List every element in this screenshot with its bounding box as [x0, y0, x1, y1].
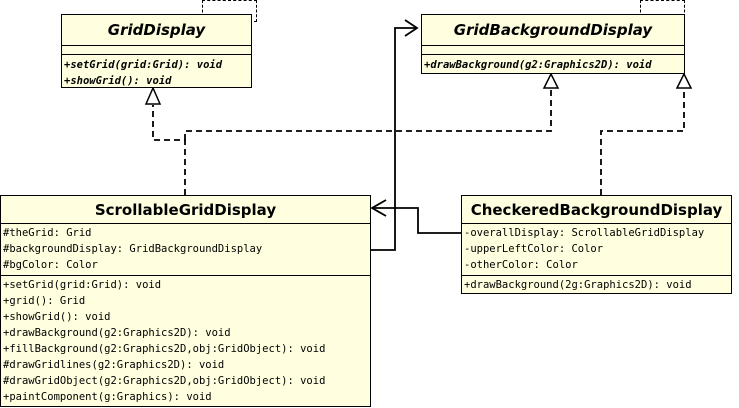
methods-section: +drawBackground(g2:Graphics2D): void: [422, 55, 684, 75]
attributes-section: #theGrid: Grid #backgroundDisplay: GridB…: [1, 224, 370, 276]
method: +fillBackground(g2:Graphics2D,obj:GridOb…: [3, 343, 326, 355]
class-grid-display: GridDisplay +setGrid(grid:Grid): void +s…: [61, 14, 252, 88]
class-name: CheckeredBackgroundDisplay: [462, 196, 731, 224]
method: +setGrid(grid:Grid): void: [3, 279, 162, 291]
attribute: #theGrid: Grid: [3, 227, 92, 239]
realization-arrowhead: [542, 72, 560, 89]
attribute: #bgColor: Color: [3, 259, 98, 271]
association-checkered-to-scrollable: [372, 207, 461, 234]
attributes-section: -overallDisplay: ScrollableGridDisplay -…: [462, 224, 731, 276]
attributes-section: [62, 46, 251, 55]
method: +paintComponent(g:Graphics): void: [3, 391, 212, 403]
class-name: GridDisplay: [62, 15, 251, 46]
method: #drawGridObject(g2:Graphics2D,obj:GridOb…: [3, 375, 326, 387]
realization-scrollable-to-gridbackground: [184, 88, 552, 140]
method: +drawBackground(g2:Graphics2D): void: [424, 59, 652, 71]
attribute: -overallDisplay: ScrollableGridDisplay: [464, 227, 705, 239]
realization-arrowhead: [144, 86, 162, 105]
methods-section: +setGrid(grid:Grid): void +grid(): Grid …: [1, 276, 370, 407]
attributes-section: [422, 46, 684, 55]
method: +showGrid(): void: [64, 75, 172, 87]
method: #drawGridlines(g2:Graphics2D): void: [3, 359, 225, 371]
method: +setGrid(grid:Grid): void: [64, 59, 223, 71]
attribute: -upperLeftColor: Color: [464, 243, 604, 255]
method: +drawBackground(g2:Graphics2D): void: [3, 327, 231, 339]
realization-scrollable-to-griddisplay: [152, 105, 186, 195]
association-scrollable-to-gridbackground: [370, 27, 417, 251]
methods-section: +drawBackground(2g:Graphics2D): void: [462, 276, 731, 295]
class-scrollable-grid-display: ScrollableGridDisplay #theGrid: Grid #ba…: [0, 195, 371, 407]
class-name: ScrollableGridDisplay: [1, 196, 370, 224]
class-grid-background-display: GridBackgroundDisplay +drawBackground(g2…: [421, 14, 685, 74]
attribute: -otherColor: Color: [464, 259, 578, 271]
realization-checkered-to-gridbackground: [600, 88, 685, 195]
class-name: GridBackgroundDisplay: [422, 15, 684, 46]
methods-section: +setGrid(grid:Grid): void +showGrid(): v…: [62, 55, 251, 91]
attribute: #backgroundDisplay: GridBackgroundDispla…: [3, 243, 263, 255]
method: +showGrid(): void: [3, 311, 111, 323]
class-checkered-background-display: CheckeredBackgroundDisplay -overallDispl…: [461, 195, 732, 294]
method: +drawBackground(2g:Graphics2D): void: [464, 279, 692, 291]
method: +grid(): Grid: [3, 295, 86, 307]
realization-arrowhead: [675, 72, 693, 89]
